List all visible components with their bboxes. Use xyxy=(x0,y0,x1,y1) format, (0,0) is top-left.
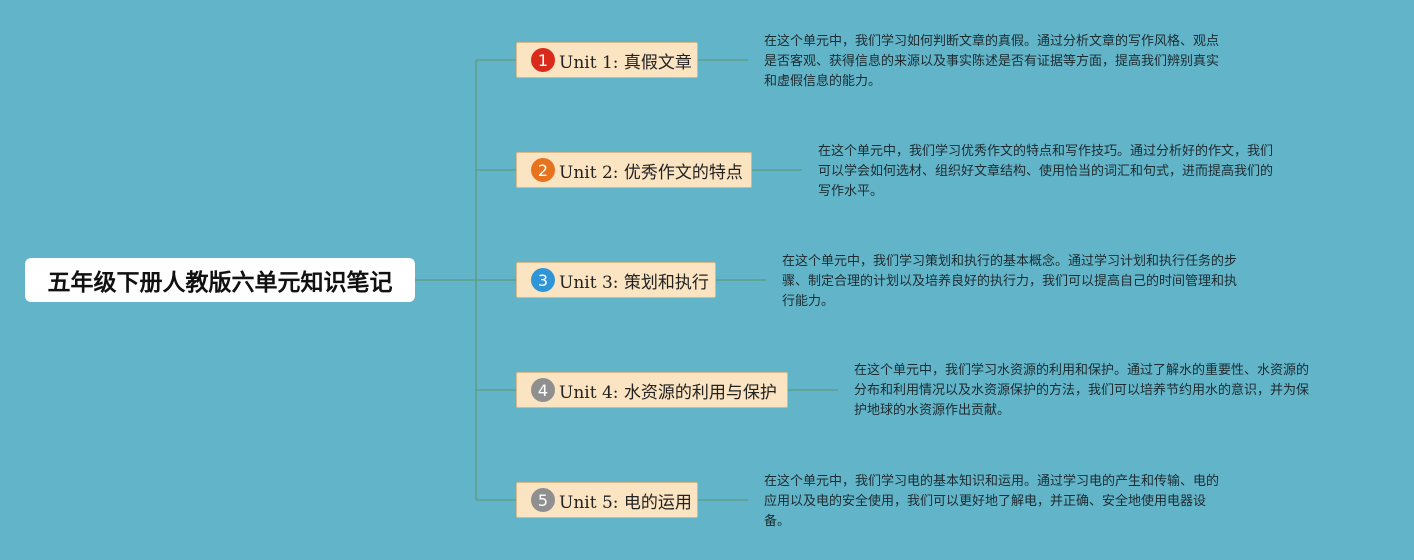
unit-4-desc-line: 分布和利用情况以及水资源保护的方法，我们可以培养节约用水的意识，并为保 xyxy=(854,383,1310,398)
unit-5-node[interactable]: 5 Unit 5: 电的运用 xyxy=(516,482,698,518)
unit-3-node[interactable]: 3 Unit 3: 策划和执行 xyxy=(516,262,716,298)
unit-1-node[interactable]: 1 Unit 1: 真假文章 xyxy=(516,42,698,78)
unit-3-label: Unit 3: 策划和执行 xyxy=(559,272,709,293)
unit-4-desc-line: 在这个单元中，我们学习水资源的利用和保护。通过了解水的重要性、水资源的 xyxy=(854,363,1310,378)
number-badge-icon: 3 xyxy=(531,268,555,292)
unit-4-node[interactable]: 4 Unit 4: 水资源的利用与保护 xyxy=(516,372,788,408)
number-badge-icon: 1 xyxy=(531,48,555,72)
unit-connectors xyxy=(476,59,516,501)
unit-2-description[interactable]: 在这个单元中，我们学习优秀作文的特点和写作技巧。通过分析好的作文，我们 可以学会… xyxy=(818,142,1273,202)
unit-1-desc-line: 在这个单元中，我们学习如何判断文章的真假。通过分析文章的写作风格、观点 xyxy=(764,34,1220,49)
unit-5-desc-line: 在这个单元中，我们学习电的基本知识和运用。通过学习电的产生和传输、电的 xyxy=(764,474,1220,489)
number-badge-icon: 5 xyxy=(531,488,555,512)
unit-5-desc-line: 备。 xyxy=(764,514,791,529)
unit-4-description[interactable]: 在这个单元中，我们学习水资源的利用和保护。通过了解水的重要性、水资源的 分布和利… xyxy=(854,361,1309,421)
root-title: 五年级下册人教版六单元知识笔记 xyxy=(47,270,393,296)
unit-3-desc-line: 在这个单元中，我们学习策划和执行的基本概念。通过学习计划和执行任务的步 xyxy=(782,254,1238,269)
unit-5-label: Unit 5: 电的运用 xyxy=(559,492,692,513)
root-topic[interactable]: 五年级下册人教版六单元知识笔记 xyxy=(25,258,415,302)
unit-2-desc-line: 可以学会如何选材、组织好文章结构、使用恰当的词汇和句式，进而提高我们的 xyxy=(818,164,1274,179)
unit-3-desc-line: 行能力。 xyxy=(782,294,835,309)
unit-1-desc-line: 是否客观、获得信息的来源以及事实陈述是否有证据等方面，提高我们辨别真实 xyxy=(764,54,1220,69)
number-badge-icon: 4 xyxy=(531,378,555,402)
unit-2-desc-line: 在这个单元中，我们学习优秀作文的特点和写作技巧。通过分析好的作文，我们 xyxy=(818,144,1274,159)
unit-2-node[interactable]: 2 Unit 2: 优秀作文的特点 xyxy=(516,152,752,188)
unit-4-label: Unit 4: 水资源的利用与保护 xyxy=(559,382,777,403)
unit-4-desc-line: 护地球的水资源作出贡献。 xyxy=(854,403,1011,418)
root-connector xyxy=(415,60,477,500)
unit-1-desc-line: 和虚假信息的能力。 xyxy=(764,74,882,89)
description-connectors xyxy=(698,59,838,501)
unit-2-label: Unit 2: 优秀作文的特点 xyxy=(559,162,743,183)
unit-1-description[interactable]: 在这个单元中，我们学习如何判断文章的真假。通过分析文章的写作风格、观点 是否客观… xyxy=(764,32,1219,92)
unit-5-description[interactable]: 在这个单元中，我们学习电的基本知识和运用。通过学习电的产生和传输、电的 应用以及… xyxy=(764,472,1219,532)
number-badge-icon: 2 xyxy=(531,158,555,182)
unit-5-desc-line: 应用以及电的安全使用，我们可以更好地了解电，并正确、安全地使用电器设 xyxy=(764,494,1207,509)
unit-3-description[interactable]: 在这个单元中，我们学习策划和执行的基本概念。通过学习计划和执行任务的步 骤、制定… xyxy=(782,252,1237,312)
unit-1-label: Unit 1: 真假文章 xyxy=(559,52,692,73)
unit-3-desc-line: 骤、制定合理的计划以及培养良好的执行力，我们可以提高自己的时间管理和执 xyxy=(782,274,1238,289)
unit-2-desc-line: 写作水平。 xyxy=(818,184,884,199)
